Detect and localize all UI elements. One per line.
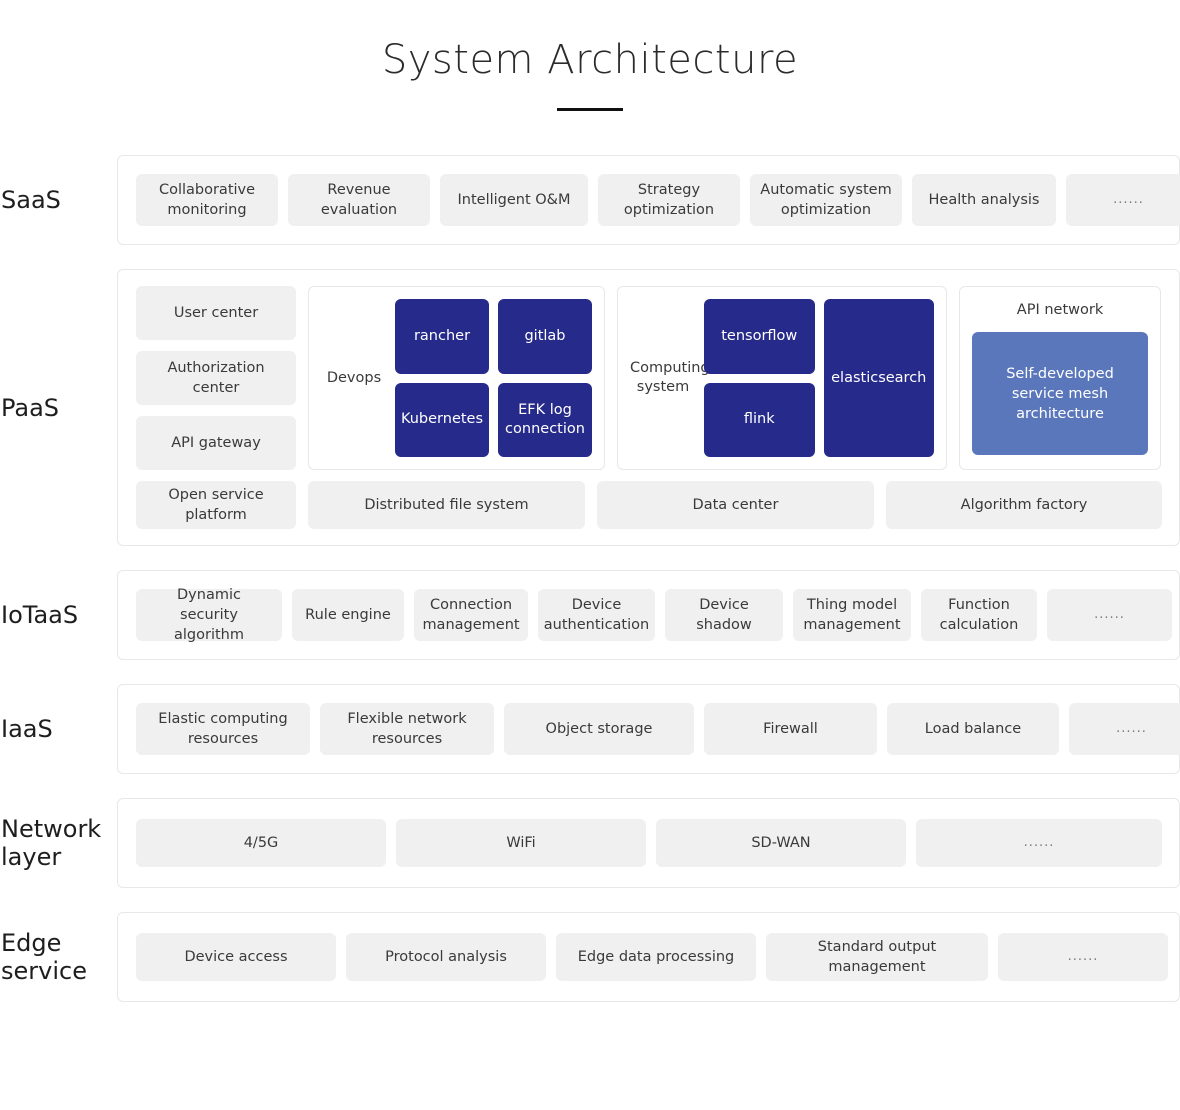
saas-chip-2[interactable]: Intelligent O&M	[440, 174, 588, 226]
iotaas-chip-7[interactable]: ......	[1047, 589, 1172, 641]
iaas-chip-4[interactable]: Load balance	[887, 703, 1059, 755]
network-chip-3[interactable]: ......	[916, 819, 1162, 867]
group-api-network[interactable]: API network Self-developed service mesh …	[959, 286, 1161, 470]
iaas-chip-0[interactable]: Elastic computing resources	[136, 703, 310, 755]
network-chip-0[interactable]: 4/5G	[136, 819, 386, 867]
iotaas-chip-2[interactable]: Connection management	[414, 589, 528, 641]
saas-chip-3[interactable]: Strategy optimization	[598, 174, 740, 226]
computing-tile-elasticsearch[interactable]: elasticsearch	[823, 299, 934, 457]
saas-chip-0[interactable]: Collaborative monitoring	[136, 174, 278, 226]
group-label-computing-system: Computing system	[630, 360, 710, 395]
layer-label-network: Network layer	[1, 815, 102, 871]
devops-tile-0[interactable]: rancher	[395, 299, 489, 374]
computing-tile-0[interactable]: tensorflow	[704, 299, 815, 374]
saas-chip-4[interactable]: Automatic system optimization	[750, 174, 902, 226]
title-underline-rule	[557, 108, 623, 111]
iotaas-chip-1[interactable]: Rule engine	[292, 589, 404, 641]
iaas-chip-3[interactable]: Firewall	[704, 703, 877, 755]
iotaas-chip-3[interactable]: Device authentication	[538, 589, 655, 641]
iotaas-chip-4[interactable]: Device shadow	[665, 589, 783, 641]
edge-chip-1[interactable]: Protocol analysis	[346, 933, 546, 981]
group-label-api-network: API network	[1016, 302, 1104, 318]
iotaas-chip-0[interactable]: Dynamic security algorithm	[136, 587, 282, 643]
paas-left-chip-0[interactable]: User center	[136, 286, 296, 340]
paas-left-chip-2[interactable]: API gateway	[136, 416, 296, 470]
devops-tile-3[interactable]: EFK log connection	[498, 382, 592, 457]
layer-label-iaas: IaaS	[1, 715, 53, 743]
iaas-chip-1[interactable]: Flexible network resources	[320, 703, 494, 755]
iotaas-chip-5[interactable]: Thing model management	[793, 589, 911, 641]
computing-tile-1[interactable]: flink	[704, 382, 815, 457]
paas-bottom-chip-3[interactable]: Algorithm factory	[886, 481, 1162, 529]
layer-label-iotaas: IoTaaS	[1, 601, 79, 629]
paas-bottom-chip-0[interactable]: Open service platform	[136, 481, 296, 529]
paas-left-chip-1[interactable]: Authorization center	[136, 351, 296, 405]
iaas-chip-5[interactable]: ......	[1069, 703, 1180, 755]
network-chip-1[interactable]: WiFi	[396, 819, 646, 867]
saas-chip-5[interactable]: Health analysis	[912, 174, 1056, 226]
tile-service-mesh[interactable]: Self-developed service mesh architecture	[972, 332, 1148, 455]
saas-chip-6[interactable]: ......	[1066, 174, 1180, 226]
page-title: System Architecture	[381, 37, 799, 83]
edge-chip-0[interactable]: Device access	[136, 933, 336, 981]
layer-label-paas: PaaS	[1, 393, 60, 422]
saas-chip-1[interactable]: Revenue evaluation	[288, 174, 430, 226]
devops-tile-1[interactable]: gitlab	[498, 299, 592, 374]
iaas-chip-2[interactable]: Object storage	[504, 703, 694, 755]
iotaas-chip-6[interactable]: Function calculation	[921, 589, 1037, 641]
group-label-devops: Devops	[326, 369, 382, 386]
paas-bottom-chip-2[interactable]: Data center	[597, 481, 874, 529]
edge-chip-3[interactable]: Standard output management	[766, 933, 988, 981]
paas-bottom-chip-1[interactable]: Distributed file system	[308, 481, 585, 529]
network-chip-2[interactable]: SD-WAN	[656, 819, 906, 867]
layer-label-saas: SaaS	[1, 186, 61, 214]
edge-chip-4[interactable]: ......	[998, 933, 1168, 981]
devops-tile-2[interactable]: Kubernetes	[395, 382, 489, 457]
title-block: System Architecture	[0, 0, 1180, 111]
edge-chip-2[interactable]: Edge data processing	[556, 933, 756, 981]
layer-label-edge: Edge service	[1, 929, 87, 985]
